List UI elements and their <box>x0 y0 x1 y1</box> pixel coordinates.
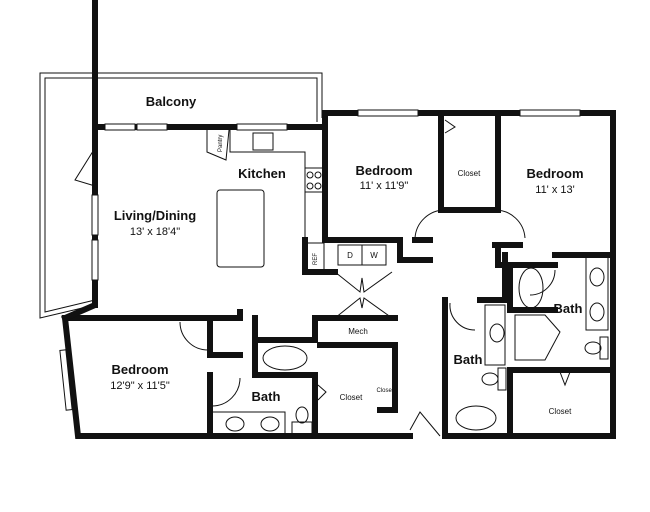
kitchen-label: Kitchen <box>238 166 286 181</box>
mech-label: Mech <box>348 327 368 336</box>
bedroom2-size: 11' x 13' <box>535 184 574 196</box>
bath2-label: Bath <box>454 352 483 367</box>
ref-label: REF <box>313 253 319 265</box>
pantry-door <box>206 129 230 161</box>
closet3-label: Closet <box>376 388 393 394</box>
bedroom1-size: 11' x 11'9" <box>360 180 409 192</box>
sink-icon <box>252 132 274 151</box>
dryer-label: D <box>347 251 353 260</box>
living-label: Living/Dining <box>114 208 196 223</box>
shower-icon <box>514 314 561 361</box>
bath1-label: Bath <box>252 389 281 404</box>
refrigerator <box>303 242 325 271</box>
toilet-icon <box>497 367 507 391</box>
bathtub-icon <box>518 267 544 309</box>
closet1-label: Closet <box>458 169 481 178</box>
balcony-label: Balcony <box>146 94 197 109</box>
kitchen-island <box>216 189 265 268</box>
bathtub-icon <box>455 405 497 431</box>
pantry-label: Pantry <box>218 135 224 152</box>
balcony <box>39 72 323 319</box>
bedroom1-label: Bedroom <box>355 163 412 178</box>
bathtub-icon <box>262 345 308 371</box>
sink-icon <box>589 302 605 322</box>
windows <box>59 109 581 411</box>
bath3-label: Bath <box>554 301 583 316</box>
doors <box>179 119 571 437</box>
toilet-icon <box>599 336 609 360</box>
living-size: 13' x 18'4" <box>130 226 180 238</box>
closet4-label: Closet <box>549 407 572 416</box>
bedroom3-label: Bedroom <box>111 362 168 377</box>
toilet-icon <box>291 421 313 435</box>
bedroom2-label: Bedroom <box>526 166 583 181</box>
interior-walls <box>207 110 613 439</box>
sink-icon <box>589 267 605 287</box>
sink-icon <box>225 416 245 432</box>
kitchen-fixtures <box>206 129 325 271</box>
sink-icon <box>260 416 280 432</box>
bedroom3-size: 12'9" x 11'5" <box>110 380 170 392</box>
closet2-label: Closet <box>340 393 363 402</box>
cooktop-icon <box>304 167 324 193</box>
bath-fixtures <box>209 254 609 435</box>
washer-label: W <box>370 251 378 260</box>
laundry <box>334 244 393 319</box>
sink-icon <box>489 323 505 343</box>
